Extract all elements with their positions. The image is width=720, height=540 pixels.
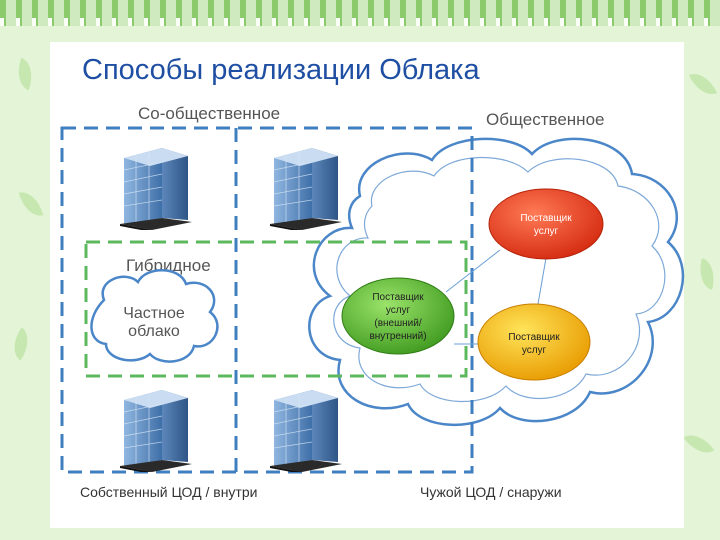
footer-outside: Чужой ЦОД / снаружи bbox=[420, 484, 562, 500]
footer-inside: Собственный ЦОД / внутри bbox=[80, 484, 258, 500]
provider-node-right: Поставщик услуг bbox=[477, 303, 591, 381]
svg-text:Поставщик: Поставщик bbox=[372, 292, 424, 303]
server-building-icon bbox=[119, 147, 193, 230]
binding-strip bbox=[0, 0, 720, 26]
svg-text:(внешний/: (внешний/ bbox=[374, 318, 421, 329]
page-title: Способы реализации Облака bbox=[82, 54, 480, 86]
server-building-icon bbox=[269, 389, 343, 472]
svg-text:услуг: услуг bbox=[386, 305, 411, 316]
hybrid-label: Гибридное bbox=[126, 256, 211, 275]
community-label: Со-общественное bbox=[138, 104, 281, 123]
public-cloud-icon bbox=[308, 137, 685, 427]
private-cloud-line1: Частное bbox=[123, 305, 185, 322]
connector-line bbox=[445, 249, 501, 293]
server-building-icon bbox=[269, 147, 343, 230]
svg-text:Поставщик: Поставщик bbox=[508, 332, 560, 343]
provider-node-left: Поставщик услуг (внешний/ внутренний) bbox=[341, 277, 455, 355]
svg-text:внутренний): внутренний) bbox=[369, 331, 426, 342]
server-building-icon bbox=[119, 389, 193, 472]
hybrid-region bbox=[84, 240, 468, 378]
public-label: Общественное bbox=[486, 110, 605, 129]
svg-text:услуг: услуг bbox=[522, 345, 547, 356]
provider-node-top: Поставщик услуг bbox=[488, 188, 604, 260]
svg-text:Поставщик: Поставщик bbox=[520, 213, 572, 224]
connector-line bbox=[537, 257, 547, 305]
community-region bbox=[60, 126, 474, 474]
private-cloud-line2: облако bbox=[128, 323, 180, 340]
private-cloud-icon: Частное облако bbox=[90, 269, 219, 363]
svg-text:услуг: услуг bbox=[534, 226, 559, 237]
